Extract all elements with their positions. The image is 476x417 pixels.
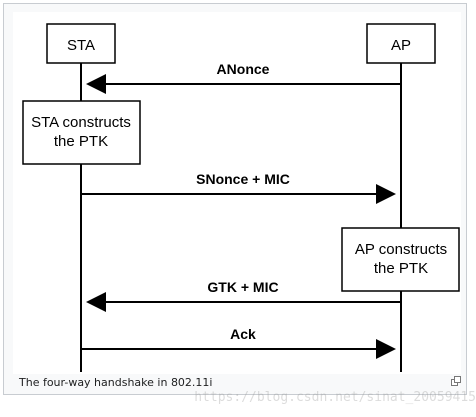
sta-label: STA — [67, 37, 95, 54]
ap-note-line-1: AP constructs — [355, 241, 447, 258]
diagram-panel: STA AP STA constructs the PTK AP constru… — [13, 12, 461, 374]
sta-participant-box: STA — [46, 23, 116, 64]
ack-label: Ack — [230, 326, 256, 342]
figure-frame: STA AP STA constructs the PTK AP constru… — [3, 3, 467, 395]
snonce-mic-label: SNonce + MIC — [196, 171, 290, 187]
figure-caption: The four-way handshake in 802.11i — [19, 376, 213, 389]
anonce-label: ANonce — [217, 61, 270, 77]
ap-note-box: AP constructs the PTK — [341, 227, 460, 292]
enlarge-icon[interactable] — [450, 376, 461, 386]
sta-note-box: STA constructs the PTK — [22, 100, 141, 165]
sta-note-line-2: the PTK — [54, 133, 108, 150]
ap-participant-box: AP — [366, 23, 436, 64]
watermark-text: https://blog.csdn.net/sinat_20059415 — [194, 390, 476, 405]
ap-label: AP — [391, 37, 411, 54]
handshake-diagram: STA AP STA constructs the PTK AP constru… — [22, 23, 460, 372]
sta-note-line-1: STA constructs — [31, 114, 131, 131]
ap-note-line-2: the PTK — [374, 260, 428, 277]
gtk-mic-label: GTK + MIC — [207, 279, 278, 295]
